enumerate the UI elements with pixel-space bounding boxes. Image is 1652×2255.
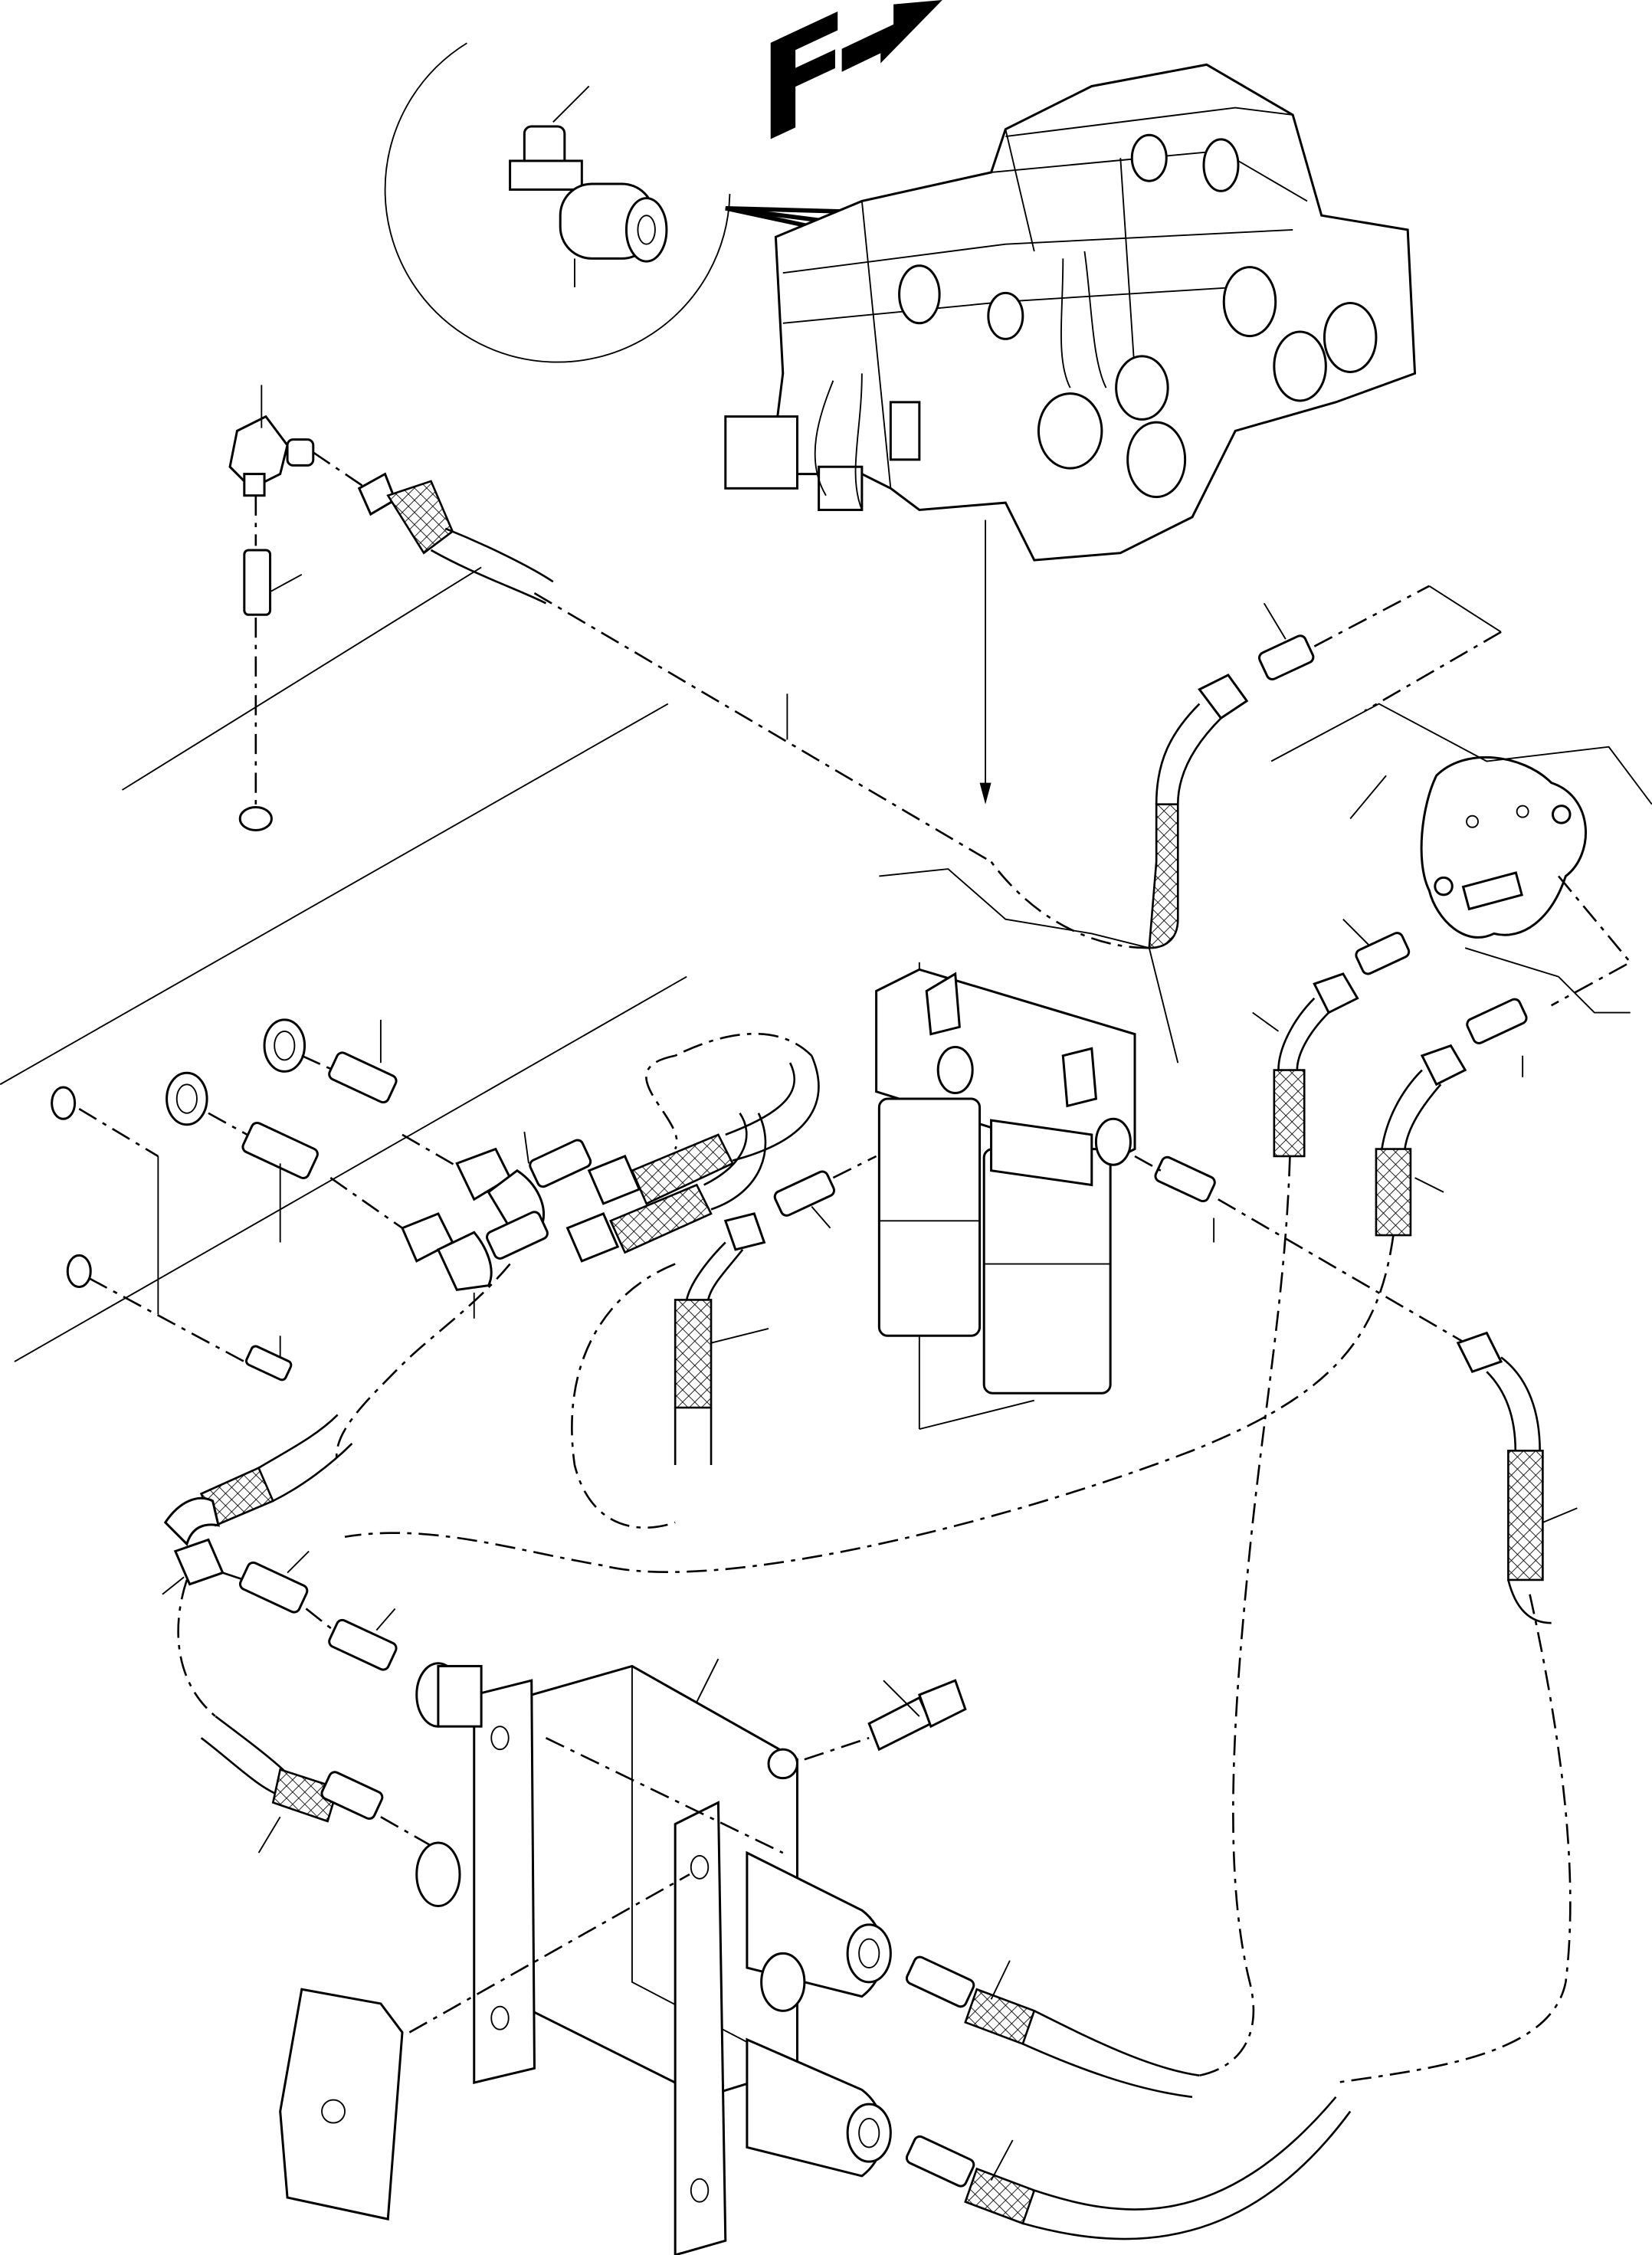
hose-lower-left — [162, 1414, 432, 1853]
assembly-pointer — [979, 520, 992, 805]
hose-right-middle — [344, 919, 1528, 2076]
bracket-plate — [279, 1988, 404, 2221]
elbow-fitting-upper-left — [228, 385, 367, 831]
hoses-center — [336, 1033, 820, 1466]
manifold-block — [408, 1658, 892, 2255]
filter-assembly — [875, 868, 1179, 1395]
hose-upper — [357, 472, 992, 863]
hose-right-top — [990, 585, 1502, 949]
forward-direction-marker: F — [759, 0, 942, 176]
mounting-plate — [1270, 703, 1652, 1014]
hose-left-center — [571, 1212, 769, 1529]
arrow-forward-icon — [841, 0, 942, 72]
hoses-lower-right — [905, 1955, 1352, 2240]
filter-fittings — [773, 1155, 1466, 1344]
direction-label: F — [759, 0, 849, 176]
bolt — [804, 1679, 967, 1761]
control-valve-assembly — [724, 63, 1417, 562]
solenoid-valve-detail — [509, 85, 668, 287]
elbow-fittings-center — [329, 1131, 592, 1319]
washers-and-adapters-left — [51, 1018, 398, 1382]
hose-far-right — [1336, 1331, 1578, 2084]
